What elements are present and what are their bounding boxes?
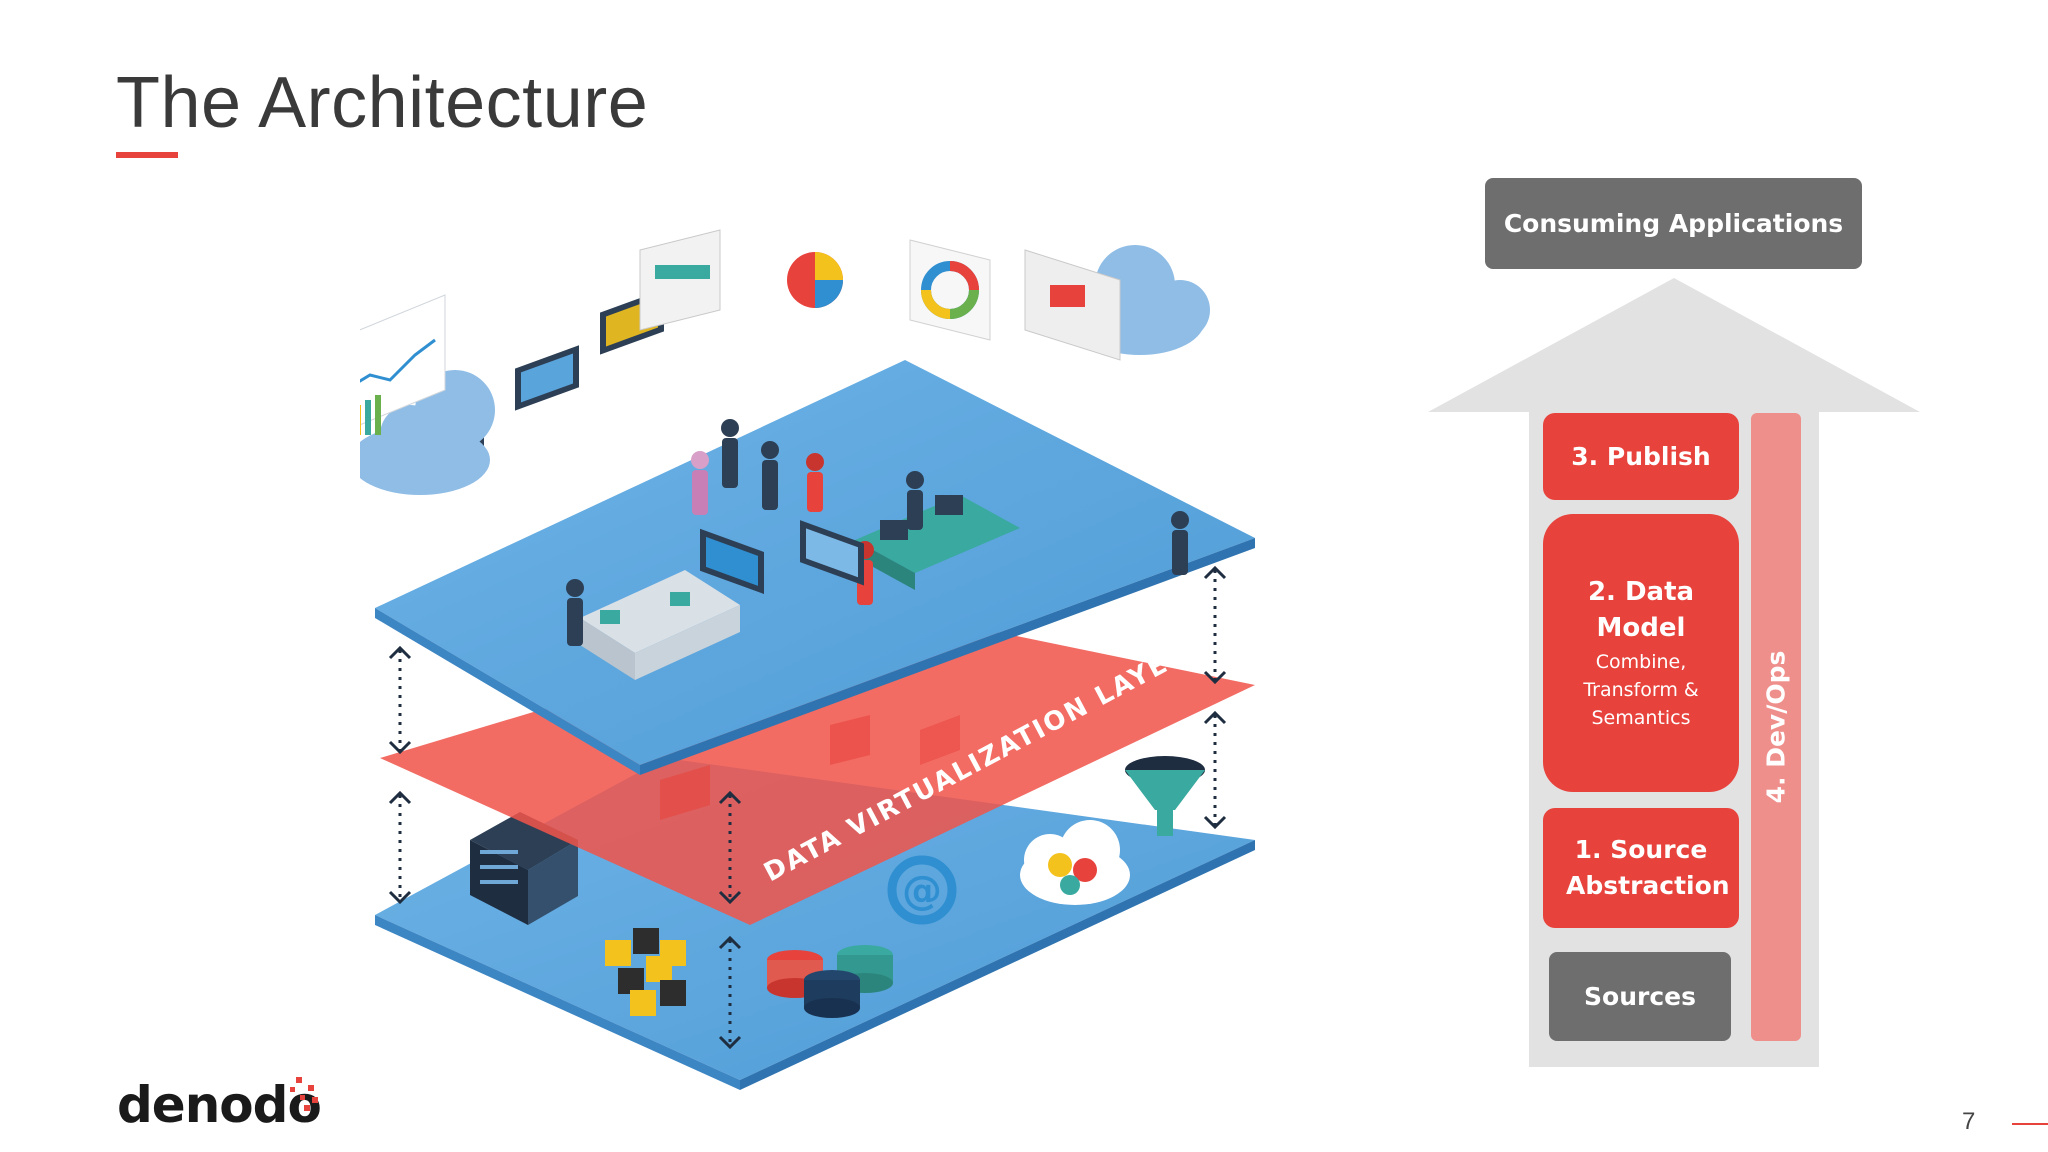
database-icon: [767, 945, 893, 1018]
publish-box: 3. Publish: [1543, 413, 1739, 500]
dotted-arrows: [388, 565, 1227, 1050]
data-model-box: 2. Data Model Combine, Transform & Seman…: [1543, 514, 1739, 792]
report-panel: [1024, 249, 1121, 361]
line-chart-panel: [360, 294, 446, 435]
funnel-icon: [1125, 756, 1205, 836]
svg-text:@: @: [902, 868, 942, 914]
at-sign-icon: @: [887, 855, 957, 925]
devops-label: 4. Dev/Ops: [1761, 650, 1791, 804]
server-rack-icon: [470, 812, 578, 925]
sources-box: Sources: [1549, 952, 1731, 1041]
page-number-rule: [2012, 1123, 2048, 1125]
slide-title: The Architecture: [116, 63, 649, 143]
cloud-gears-icon: [1020, 820, 1130, 905]
pie-chart-icon: [787, 252, 843, 308]
page-number: 7: [1962, 1108, 1976, 1135]
table-panel: [639, 229, 721, 331]
devops-bar: [1751, 413, 1801, 1041]
source-abstraction-label: 1. Source Abstraction: [1566, 835, 1730, 900]
floating-charts: [360, 229, 1210, 495]
denodo-logo: denodo: [117, 1076, 322, 1134]
source-abstraction-box: 1. Source Abstraction: [1543, 808, 1739, 928]
data-model-subtitle: Combine, Transform & Semantics: [1583, 651, 1699, 729]
architecture-illustration: @ DATA VIRTUALIZATION LAYER: [360, 229, 1255, 1090]
logo-dots-icon: [290, 1077, 318, 1111]
consuming-applications-box: Consuming Applications: [1485, 178, 1862, 269]
donut-chart-icon: [909, 239, 991, 341]
cubicles: [580, 570, 740, 680]
title-underline: [116, 152, 178, 158]
cubes-icon: [605, 928, 686, 1016]
data-model-title: 2. Data Model: [1587, 577, 1695, 643]
